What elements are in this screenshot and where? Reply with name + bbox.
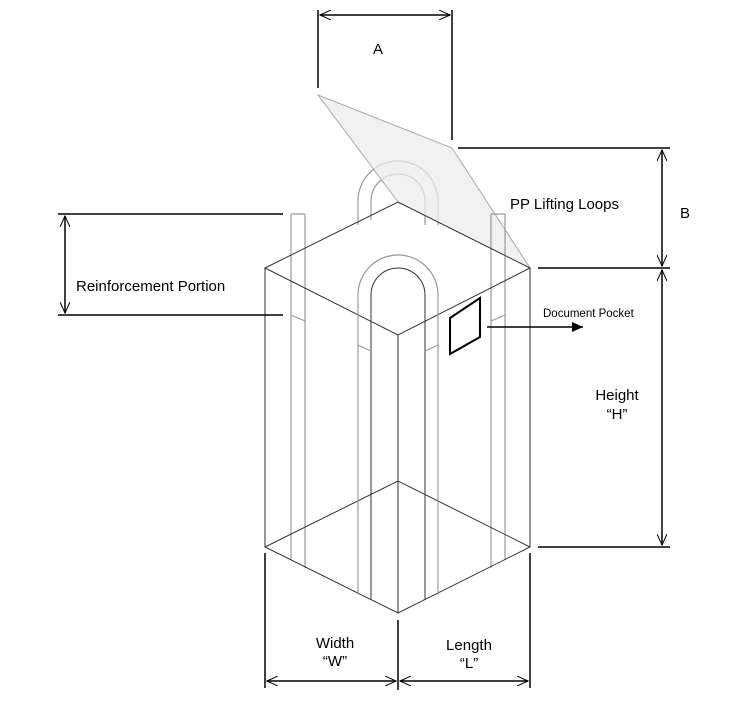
dimension-b-h	[458, 147, 670, 548]
dimension-a	[317, 10, 453, 140]
label-document-pocket: Document Pocket	[543, 308, 635, 320]
label-width: Width	[316, 635, 354, 652]
label-length: Length	[446, 637, 492, 654]
label-height: Height	[595, 387, 639, 404]
label-lifting-loops: PP Lifting Loops	[510, 196, 619, 213]
top-flap	[316, 93, 532, 270]
bag-body	[263, 201, 532, 614]
dimension-reinforcement	[58, 213, 283, 316]
label-height-symbol: “H”	[607, 406, 628, 423]
label-width-symbol: “W”	[323, 653, 347, 670]
side-straps	[290, 213, 506, 568]
front-lifting-loop	[357, 254, 439, 600]
label-b: B	[680, 205, 690, 222]
dimension-width-length	[264, 553, 531, 690]
document-pocket	[449, 296, 481, 356]
label-a: A	[373, 41, 383, 58]
label-reinforcement: Reinforcement Portion	[76, 278, 225, 295]
label-length-symbol: “L”	[460, 655, 478, 672]
